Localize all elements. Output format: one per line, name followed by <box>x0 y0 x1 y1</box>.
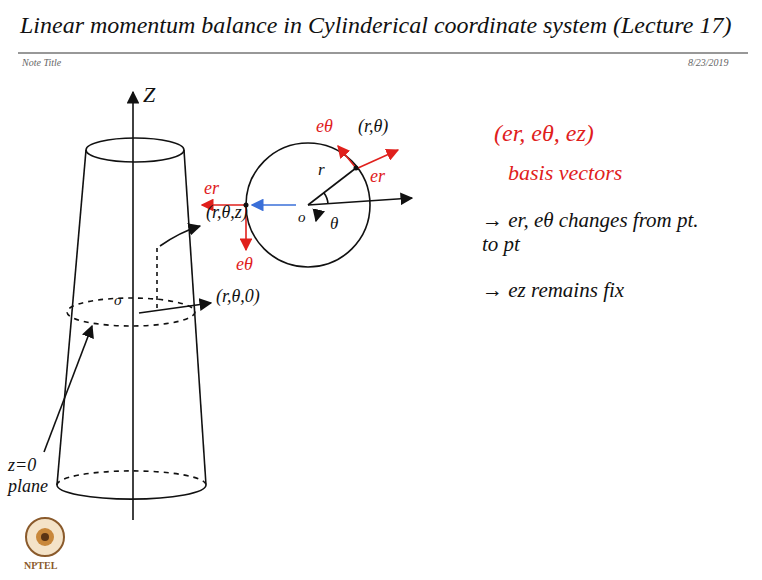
basis-vector-label: eθ <box>316 116 333 137</box>
note-text: → er, eθ changes from pt. to pt <box>482 208 702 256</box>
nptel-logo <box>26 518 64 556</box>
logo-text: NPTEL <box>24 560 57 572</box>
origin-label: o <box>298 209 306 226</box>
title-rule <box>18 52 748 53</box>
polar-sketch <box>202 143 412 267</box>
point-label: (r,θ,0) <box>216 286 260 307</box>
basis-vector-label: eθ <box>236 254 253 275</box>
slide-title: Linear momentum balance in Cylinderical … <box>20 12 731 40</box>
point-label: (r,θ,z) <box>206 202 248 223</box>
basis-set: (er, eθ, ez) <box>494 120 594 148</box>
note-text: basis vectors <box>508 160 622 185</box>
cylinder <box>44 92 211 520</box>
radius-label: r <box>318 160 325 180</box>
origin-label: o <box>114 292 122 309</box>
axis-label: Z <box>143 82 155 107</box>
note-text: → ez remains fix <box>482 278 624 302</box>
note-title: Note Title <box>22 57 61 69</box>
point-label: (r,θ) <box>358 116 388 137</box>
plane-label: z=0 plane <box>8 455 56 496</box>
basis-vector-label: er <box>204 178 219 199</box>
date: 8/23/2019 <box>688 57 729 69</box>
basis-vector-label: er <box>370 166 385 187</box>
angle-label: θ <box>330 214 338 234</box>
